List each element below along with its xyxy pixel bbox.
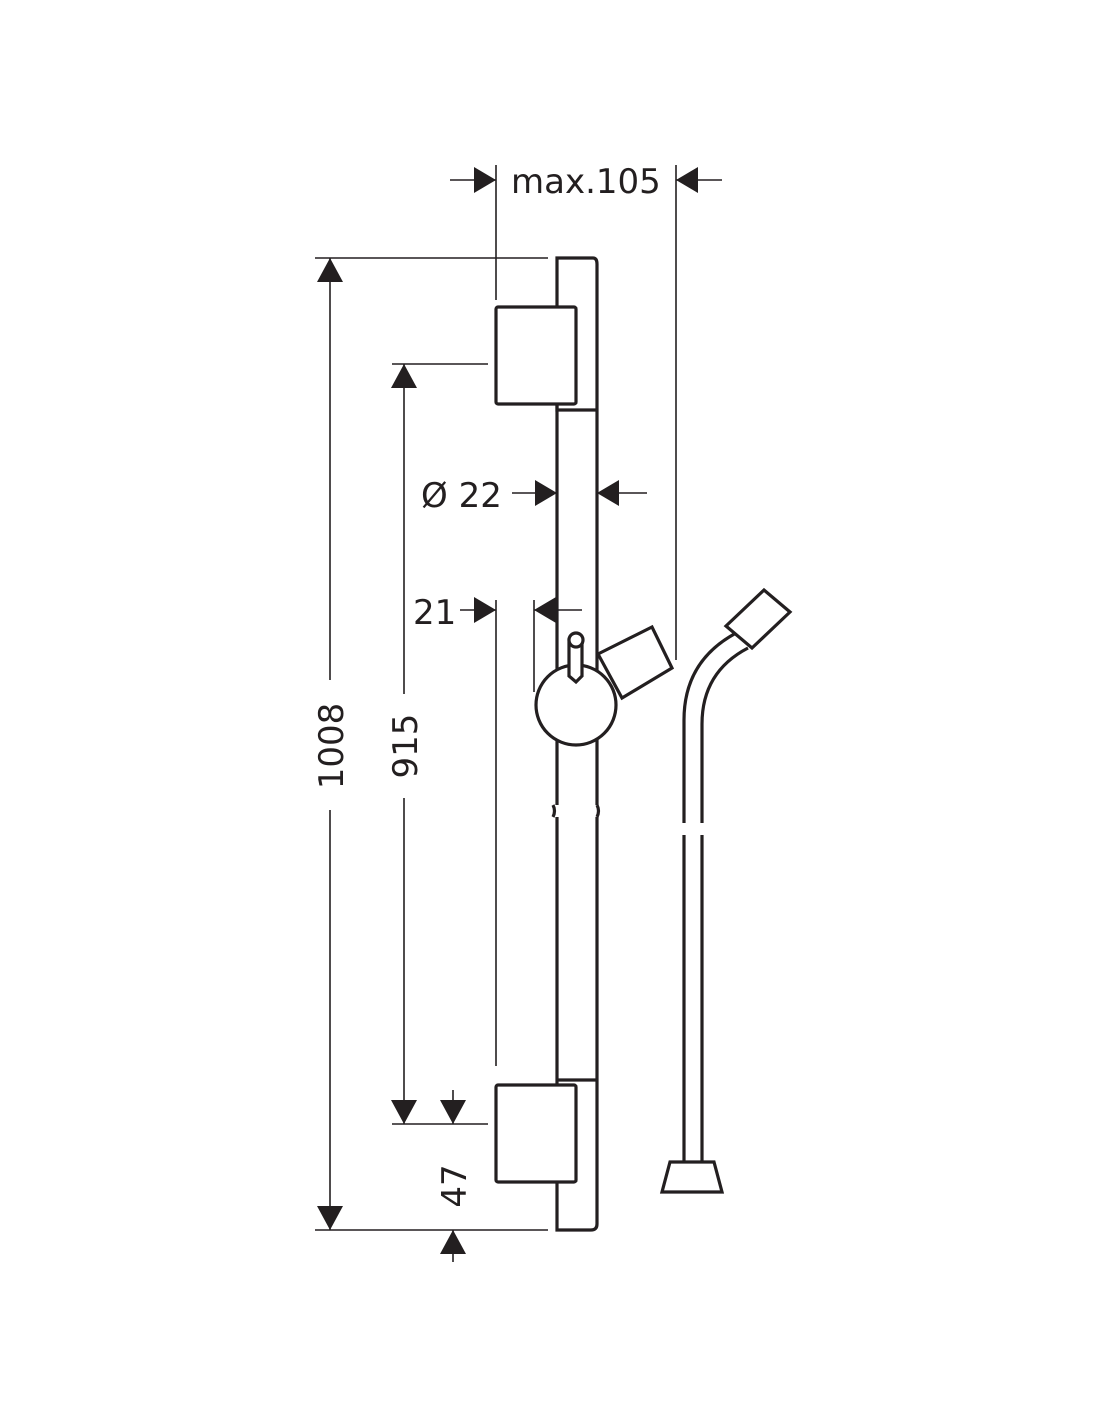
dimension-overall-length: 1008 — [312, 257, 548, 1231]
label-bar-diameter: Ø 22 — [421, 476, 502, 516]
bottom-wall-bracket — [494, 1078, 597, 1184]
label-wall-offset: 21 — [413, 593, 456, 633]
top-wall-bracket — [494, 305, 597, 412]
dimension-bar-diameter: Ø 22 — [421, 476, 647, 516]
slider-holder — [534, 624, 675, 747]
label-bottom-offset: 47 — [435, 1164, 475, 1207]
label-overall-length: 1008 — [312, 703, 352, 790]
dimension-max-width: max.105 — [450, 162, 722, 660]
dimension-wall-offset: 21 — [413, 593, 582, 1066]
rail-break-marks — [550, 804, 605, 818]
dimension-bracket-spacing: 915 — [386, 363, 488, 1125]
label-max-width: max.105 — [511, 162, 661, 202]
shower-hose — [659, 587, 793, 1194]
dimension-bottom-offset: 47 — [435, 1090, 475, 1262]
label-bracket-spacing: 915 — [386, 714, 426, 779]
